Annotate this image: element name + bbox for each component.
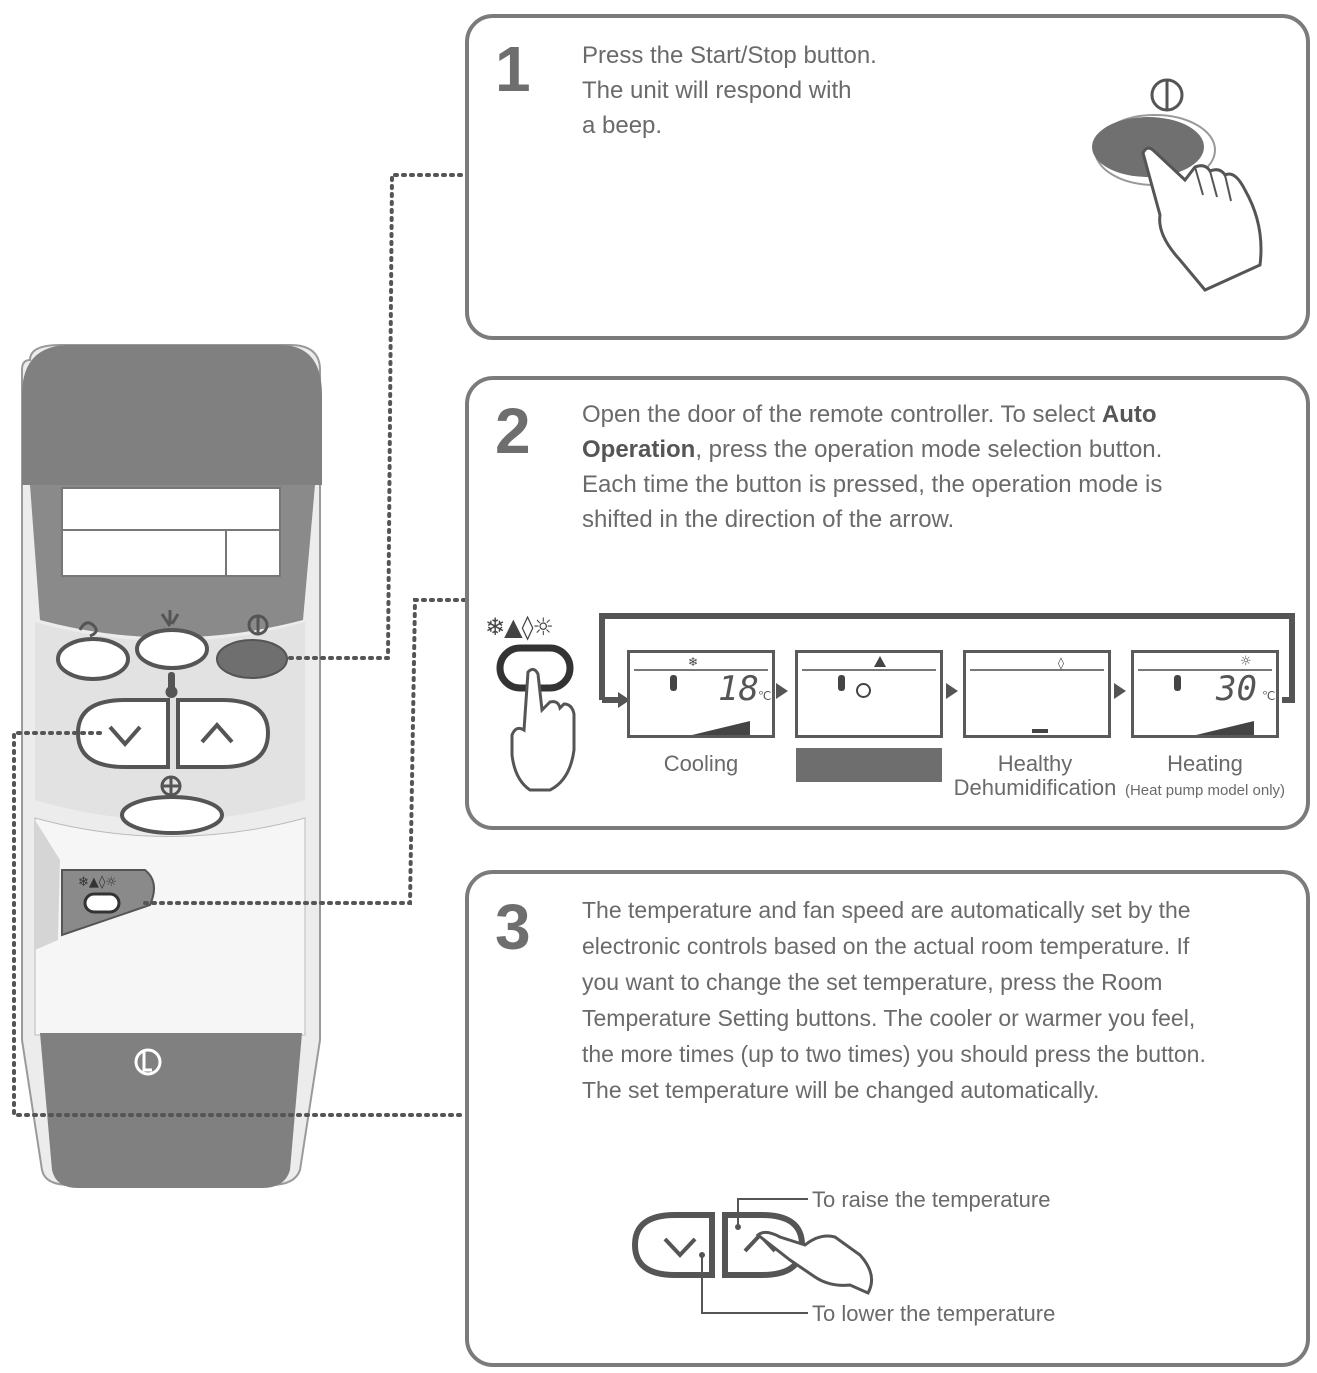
mode-label-line: Heating bbox=[1167, 751, 1243, 776]
thermometer-icon bbox=[670, 675, 677, 691]
water-drop-icon: ◊ bbox=[1058, 656, 1064, 670]
mode-cycle-arrow bbox=[599, 613, 1295, 708]
step-2-line: shifted in the direction of the arrow. bbox=[582, 506, 955, 533]
mode-label-cooling: Cooling bbox=[663, 751, 739, 776]
power-icon bbox=[247, 614, 269, 636]
arrow-right-icon bbox=[776, 683, 788, 699]
step-1-number: 1 bbox=[495, 33, 531, 105]
fan-speed-bars bbox=[692, 721, 750, 735]
sun-icon: ☼ bbox=[1240, 654, 1252, 669]
mode-label-line: Healthy bbox=[997, 751, 1073, 776]
step-3-text: The temperature and fan speed are automa… bbox=[582, 892, 1292, 1108]
remote-mode-icons: ❄▲◊☼ bbox=[78, 875, 117, 890]
arrow-right-icon bbox=[946, 683, 958, 699]
pointing-hand-icon bbox=[510, 667, 576, 792]
lcd-dehumidification: ◊ bbox=[963, 650, 1111, 738]
lower-temp-label: To lower the temperature bbox=[812, 1301, 1056, 1326]
step-3-box bbox=[465, 870, 1310, 1367]
swing-icon bbox=[78, 621, 98, 638]
mode-label-line: Dehumidification bbox=[953, 775, 1117, 800]
remote-display bbox=[61, 487, 281, 577]
step-3-number: 3 bbox=[495, 891, 531, 963]
mode-label-dehumidification: Healthy Dehumidification bbox=[945, 752, 1125, 800]
down-chevron-icon bbox=[663, 1237, 697, 1258]
mode-label-heating: Heating (Heat pump model only) bbox=[1115, 752, 1295, 803]
fan-button[interactable] bbox=[135, 628, 209, 670]
lg-logo-icon bbox=[134, 1048, 162, 1076]
step-1-line: Press the Start/Stop button. bbox=[582, 42, 877, 69]
mode-button-press-illustration bbox=[496, 644, 576, 792]
pointing-hand-icon bbox=[1141, 146, 1263, 292]
mode-label-auto-redacted bbox=[796, 748, 942, 782]
fan-speed-bars bbox=[1196, 721, 1254, 735]
fan-speed-bars bbox=[1032, 729, 1048, 733]
step-1-line: The unit will respond with bbox=[582, 77, 852, 104]
smile-icon bbox=[856, 683, 871, 698]
lcd-heating: ☼ 30 ℃ bbox=[1131, 650, 1279, 738]
mode-icons-row: ❄▲◊☼ bbox=[485, 613, 554, 641]
fan-speed-icon bbox=[160, 775, 182, 797]
lcd-cooling-temp: 18 bbox=[718, 669, 759, 709]
pointing-hand-icon bbox=[755, 1230, 874, 1295]
step-3-line: the more times (up to two times) you sho… bbox=[582, 1041, 1206, 1067]
step-2-line: Operation, press the operation mode sele… bbox=[582, 436, 1163, 463]
remote-mode-button[interactable] bbox=[83, 892, 121, 914]
power-icon bbox=[1150, 78, 1184, 112]
step-3-line: you want to change the set temperature, … bbox=[582, 969, 1163, 995]
step-1-text: Press the Start/Stop button. The unit wi… bbox=[582, 38, 1002, 143]
snowflake-icon: ❄ bbox=[688, 655, 699, 669]
thermometer-icon bbox=[165, 672, 178, 698]
fan-icon bbox=[160, 610, 180, 627]
leader-lines bbox=[12, 173, 467, 1117]
down-chevron-icon bbox=[108, 725, 142, 748]
raise-temp-label: To raise the temperature bbox=[812, 1187, 1051, 1212]
step-2-number: 2 bbox=[495, 395, 531, 467]
temp-buttons-illustration bbox=[631, 1198, 874, 1314]
thermometer-icon bbox=[838, 675, 845, 691]
start-stop-button[interactable] bbox=[216, 639, 288, 679]
lcd-heating-temp: 30 bbox=[1216, 669, 1257, 709]
thermometer-icon bbox=[1174, 675, 1181, 691]
step-3-line: electronic controls based on the actual … bbox=[582, 933, 1190, 959]
temp-down-button[interactable] bbox=[75, 698, 170, 769]
auto-triangle-icon bbox=[874, 656, 886, 667]
step-3-line: The temperature and fan speed are automa… bbox=[582, 897, 1191, 923]
step-3-line: The set temperature will be changed auto… bbox=[582, 1077, 1100, 1103]
step-3-line: Temperature Setting buttons. The cooler … bbox=[582, 1005, 1196, 1031]
step-2-line: Each time the button is pressed, the ope… bbox=[582, 471, 1163, 498]
step-2-line: Open the door of the remote controller. … bbox=[582, 401, 1157, 428]
lcd-cooling: ❄ 18 ℃ bbox=[627, 650, 775, 738]
lcd-auto bbox=[795, 650, 943, 738]
lcd-cooling-unit: ℃ bbox=[758, 689, 772, 703]
step-2-text: Open the door of the remote controller. … bbox=[582, 397, 1302, 537]
mode-label-note: (Heat pump model only) bbox=[1124, 782, 1286, 799]
press-start-illustration bbox=[1092, 78, 1263, 292]
fan-speed-button[interactable] bbox=[120, 795, 224, 835]
lcd-heating-unit: ℃ bbox=[1262, 689, 1276, 703]
step-1-line: a beep. bbox=[582, 112, 663, 139]
swing-button[interactable] bbox=[56, 637, 130, 681]
arrow-right-icon bbox=[1114, 683, 1126, 699]
up-chevron-icon bbox=[200, 721, 234, 744]
temp-down-button-closeup bbox=[631, 1212, 715, 1278]
